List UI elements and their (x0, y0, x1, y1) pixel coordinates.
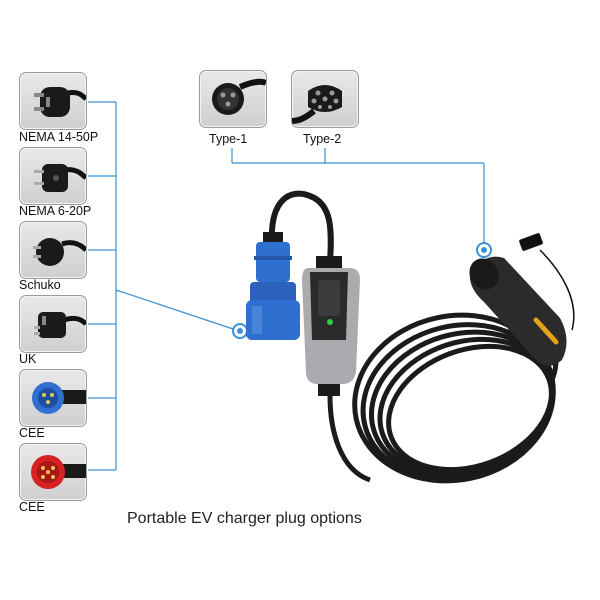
plug-label-nema-14-50p: NEMA 14-50P (19, 130, 99, 144)
connector-options-bracket (231, 148, 485, 246)
plug-label-uk: UK (19, 352, 37, 366)
callout-dot-plug (232, 323, 248, 339)
type-2-connector-icon (291, 70, 359, 128)
cee-red-plug-icon (19, 443, 87, 501)
plug-label-cee-blue: CEE (19, 426, 45, 440)
cee-blue-plug-icon (19, 369, 87, 427)
plug-options-bracket (88, 101, 237, 471)
type-1-connector-icon (199, 70, 267, 128)
connector-label-type-2: Type-2 (303, 132, 342, 146)
nema-6-20p-plug-icon (19, 147, 87, 205)
plug-label-nema-6-20p: NEMA 6-20P (19, 204, 92, 218)
plug-label-schuko: Schuko (19, 278, 61, 292)
coiled-cable (327, 312, 559, 484)
connector-label-type-1: Type-1 (209, 132, 248, 146)
caption: Portable EV charger plug options (127, 510, 362, 527)
callout-dot-connector (476, 242, 492, 258)
cee-blue-input-plug (246, 232, 300, 340)
plug-label-cee-red: CEE (19, 500, 45, 514)
type-2-output-connector (469, 233, 575, 366)
schuko-plug-icon (19, 221, 87, 279)
uk-plug-icon (19, 295, 87, 353)
nema-14-50p-plug-icon (19, 72, 87, 130)
control-box (302, 256, 360, 396)
